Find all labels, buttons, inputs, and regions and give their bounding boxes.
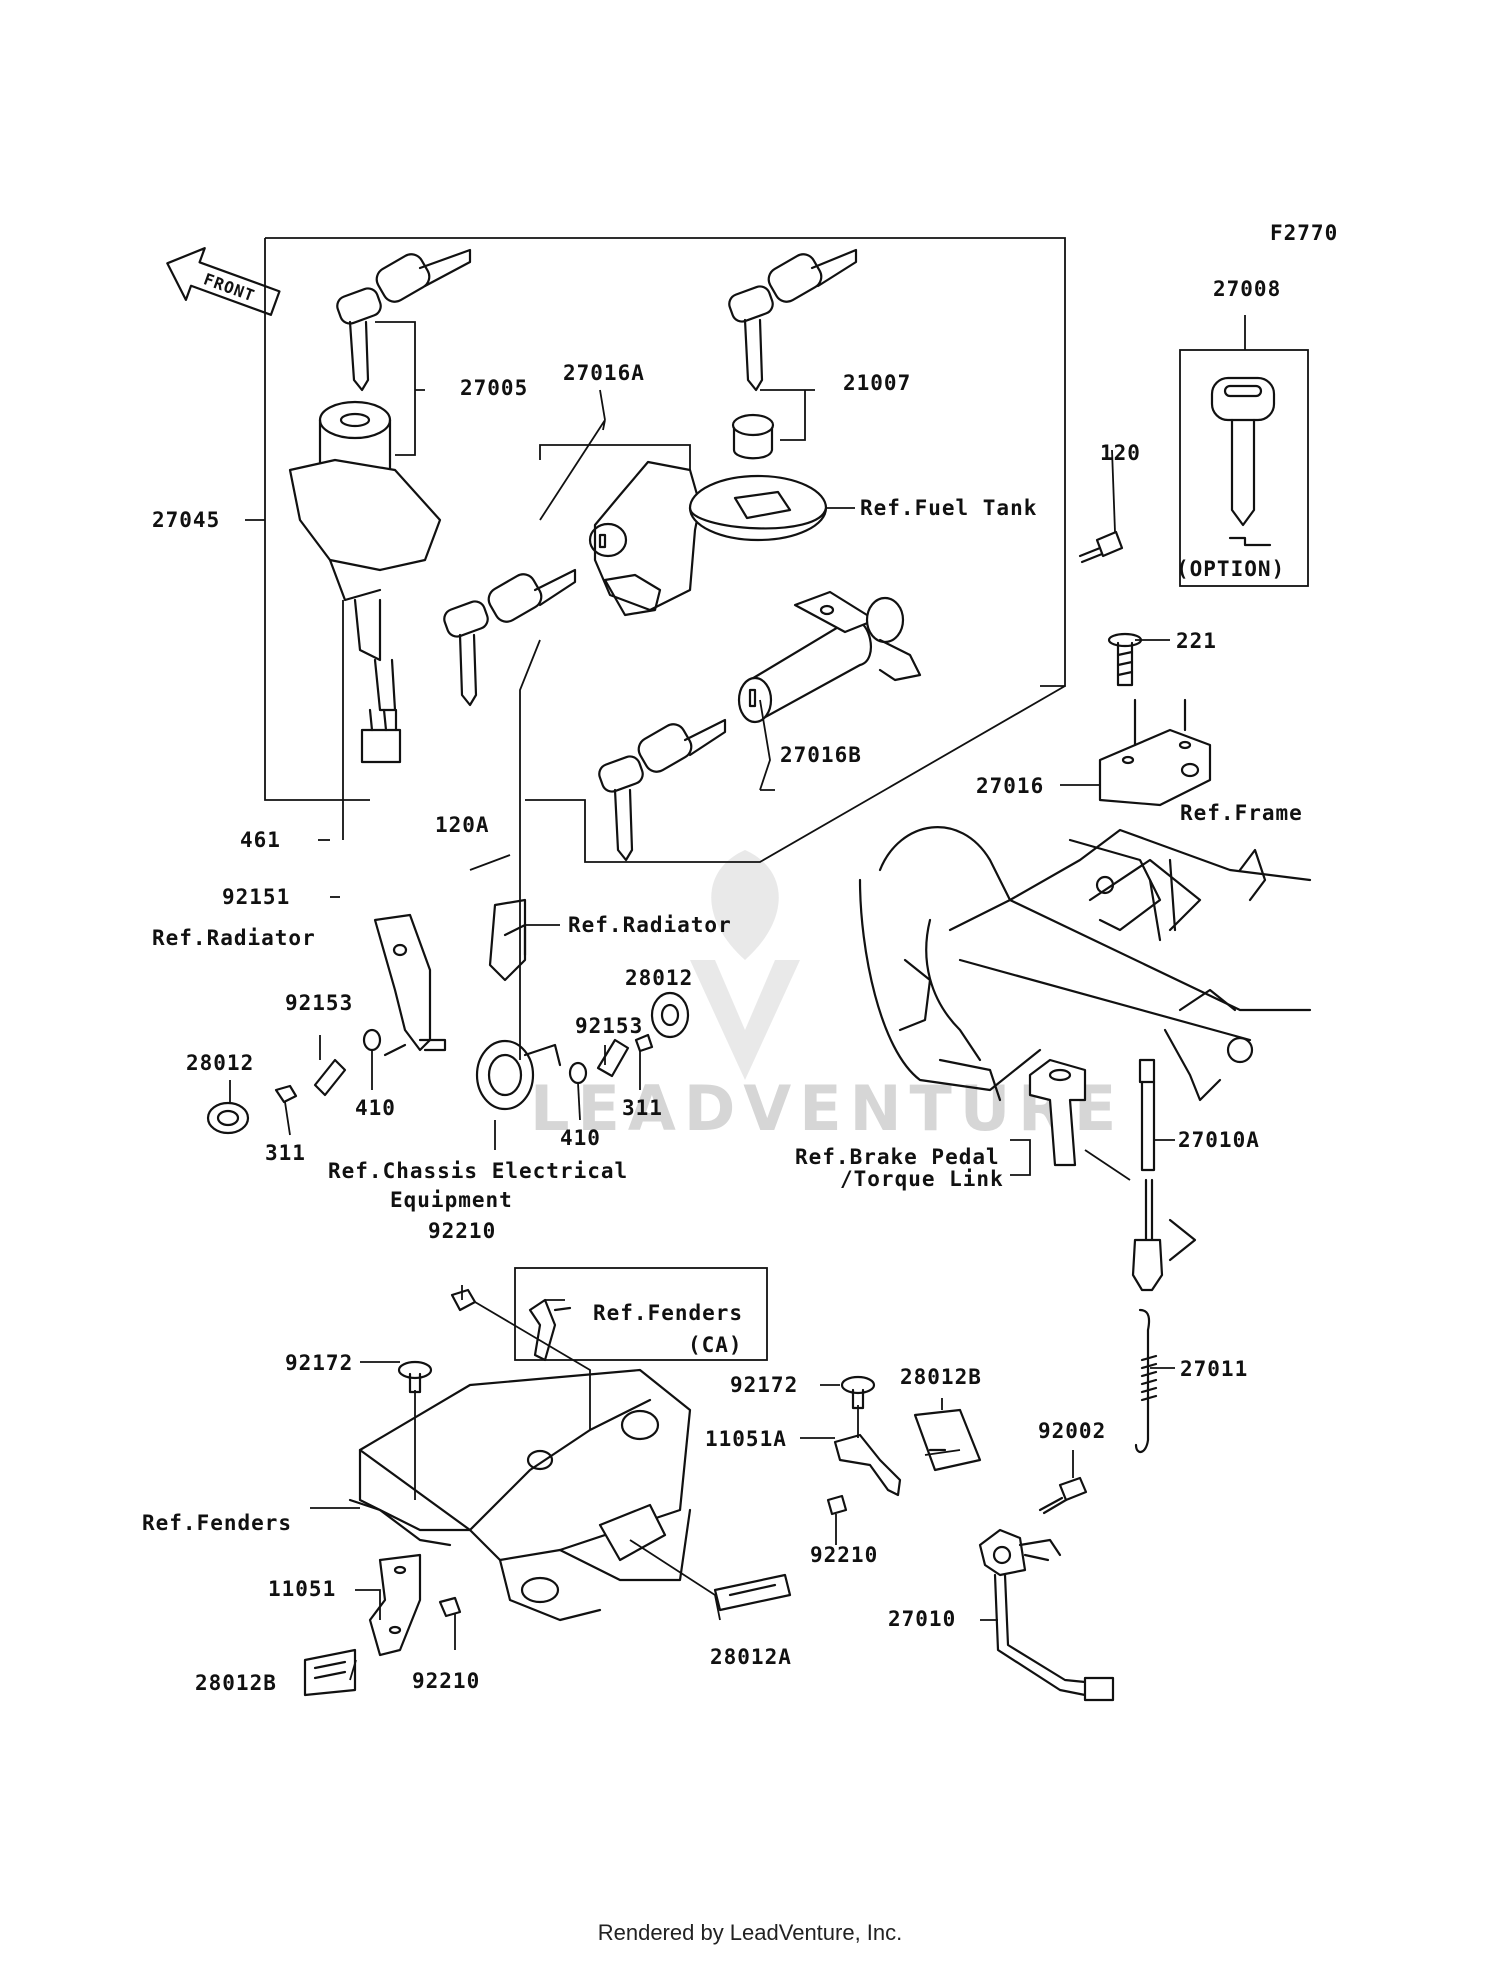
label-27016A[interactable]: 27016A <box>563 361 645 385</box>
collar-92153-left <box>313 1058 347 1097</box>
label-92172-right[interactable]: 92172 <box>730 1373 798 1397</box>
label-311-right[interactable]: 311 <box>622 1096 663 1120</box>
radiator-bracket-left <box>373 913 447 1057</box>
nut-311-left <box>274 1084 298 1104</box>
seat-lock-27016B <box>737 590 922 724</box>
horn <box>475 1039 562 1111</box>
nut-92210-mid <box>826 1494 848 1516</box>
label-311-left[interactable]: 311 <box>265 1141 306 1165</box>
key-set-27016B <box>598 718 727 862</box>
ref-brake-pedal[interactable]: Ref.Brake Pedal <box>795 1145 1000 1169</box>
brake-pedal-bracket <box>1028 1058 1087 1167</box>
option-label: (OPTION) <box>1176 557 1285 581</box>
screw-92172-right <box>840 1375 876 1410</box>
label-120[interactable]: 120 <box>1100 441 1141 465</box>
label-27016B[interactable]: 27016B <box>780 743 862 767</box>
option-key-icon <box>1210 376 1276 547</box>
label-27011[interactable]: 27011 <box>1180 1357 1248 1381</box>
label-92210-bottom[interactable]: 92210 <box>412 1669 480 1693</box>
bracket-11051A <box>833 1433 902 1497</box>
front-direction-arrow: FRONT <box>166 247 281 316</box>
option-key-box <box>1179 349 1309 587</box>
spring-27011 <box>1134 1308 1158 1453</box>
assembly-outline <box>264 237 1066 863</box>
brake-switch-27010 <box>978 1528 1115 1702</box>
reflector-28012B-left <box>303 1648 357 1697</box>
label-221[interactable]: 221 <box>1176 629 1217 653</box>
label-410-right[interactable]: 410 <box>560 1126 601 1150</box>
label-92002[interactable]: 92002 <box>1038 1419 1106 1443</box>
ref-frame[interactable]: Ref.Frame <box>1180 801 1303 825</box>
label-92153-right[interactable]: 92153 <box>575 1014 643 1038</box>
bracket-27016 <box>1098 698 1212 807</box>
rear-fender-assembly <box>348 1368 692 1622</box>
bracket-11051 <box>368 1553 422 1657</box>
key-set-27005 <box>336 248 472 392</box>
label-21007[interactable]: 21007 <box>843 371 911 395</box>
label-461[interactable]: 461 <box>240 828 281 852</box>
label-28012B-left[interactable]: 28012B <box>195 1671 277 1695</box>
label-120A[interactable]: 120A <box>435 813 490 837</box>
collar-92153-right <box>596 1038 630 1078</box>
label-27008[interactable]: 27008 <box>1213 277 1281 301</box>
fenders-ca-box <box>514 1267 768 1361</box>
label-92210-mid[interactable]: 92210 <box>810 1543 878 1567</box>
ignition-switch-27045 <box>288 400 442 764</box>
ref-radiator-left[interactable]: Ref.Radiator <box>152 926 316 950</box>
watermark-text: LEADVENTURE <box>530 1072 1124 1145</box>
ref-fenders-left[interactable]: Ref.Fenders <box>142 1511 292 1535</box>
ref-chassis-electrical-equipment[interactable]: Equipment <box>390 1188 513 1212</box>
label-92153-left[interactable]: 92153 <box>285 991 353 1015</box>
label-28012A[interactable]: 28012A <box>710 1645 792 1669</box>
label-92210-top[interactable]: 92210 <box>428 1219 496 1243</box>
fender-bracket-ca <box>528 1298 572 1362</box>
reference-labels: Ref.Fuel Tank Ref.Frame Ref.Radiator Ref… <box>142 496 1303 1535</box>
ref-radiator-right[interactable]: Ref.Radiator <box>568 913 732 937</box>
label-28012-left[interactable]: 28012 <box>186 1051 254 1075</box>
reflector-28012B-right <box>913 1408 982 1472</box>
bolt-92002 <box>1038 1476 1088 1515</box>
ref-chassis-electrical[interactable]: Ref.Chassis Electrical <box>328 1159 628 1183</box>
diagram-code: F2770 <box>1270 221 1338 245</box>
key-set-27016A <box>443 568 577 707</box>
screw-221 <box>1107 632 1143 687</box>
brake-switch-27010A <box>1131 1058 1197 1292</box>
ref-fenders-top[interactable]: Ref.Fenders <box>593 1301 743 1325</box>
bolt-120 <box>1078 530 1124 564</box>
nut-92210-bottom <box>438 1596 462 1618</box>
seat-lock-27016A <box>588 460 702 617</box>
motorcycle-frame <box>858 826 1312 1102</box>
label-28012B-right[interactable]: 28012B <box>900 1365 982 1389</box>
watermark-logo: LEADVENTURE <box>530 850 1124 1145</box>
label-11051[interactable]: 11051 <box>268 1577 336 1601</box>
screw-92172-left <box>397 1360 433 1394</box>
nut-92210-top <box>450 1288 477 1312</box>
label-27010A[interactable]: 27010A <box>1178 1128 1260 1152</box>
ref-fuel-tank[interactable]: Ref.Fuel Tank <box>860 496 1037 520</box>
nut-311-right <box>634 1033 654 1053</box>
reflector-28012A <box>713 1573 792 1612</box>
footer-credit: Rendered by LeadVenture, Inc. <box>597 1920 903 1945</box>
label-27005[interactable]: 27005 <box>460 376 528 400</box>
label-11051A[interactable]: 11051A <box>705 1427 787 1451</box>
label-410-left[interactable]: 410 <box>355 1096 396 1120</box>
label-27010[interactable]: 27010 <box>888 1607 956 1631</box>
washer-410-right <box>568 1061 588 1085</box>
fuel-tank-cap <box>688 413 828 542</box>
label-28012-right[interactable]: 28012 <box>625 966 693 990</box>
label-27045[interactable]: 27045 <box>152 508 220 532</box>
ref-torque-link[interactable]: /Torque Link <box>840 1167 1004 1191</box>
grommet-28012-left <box>206 1101 250 1135</box>
key-set-21007 <box>728 248 858 392</box>
part-labels: 27008 27005 27016A 21007 120 27045 221 2… <box>152 277 1281 1695</box>
grommet-28012-right <box>650 991 690 1039</box>
washer-410-left <box>362 1028 382 1052</box>
label-92172-left[interactable]: 92172 <box>285 1351 353 1375</box>
leader-lines <box>229 315 1246 1681</box>
ref-fenders-ca: (CA) <box>688 1333 743 1357</box>
label-27016[interactable]: 27016 <box>976 774 1044 798</box>
label-92151[interactable]: 92151 <box>222 885 290 909</box>
